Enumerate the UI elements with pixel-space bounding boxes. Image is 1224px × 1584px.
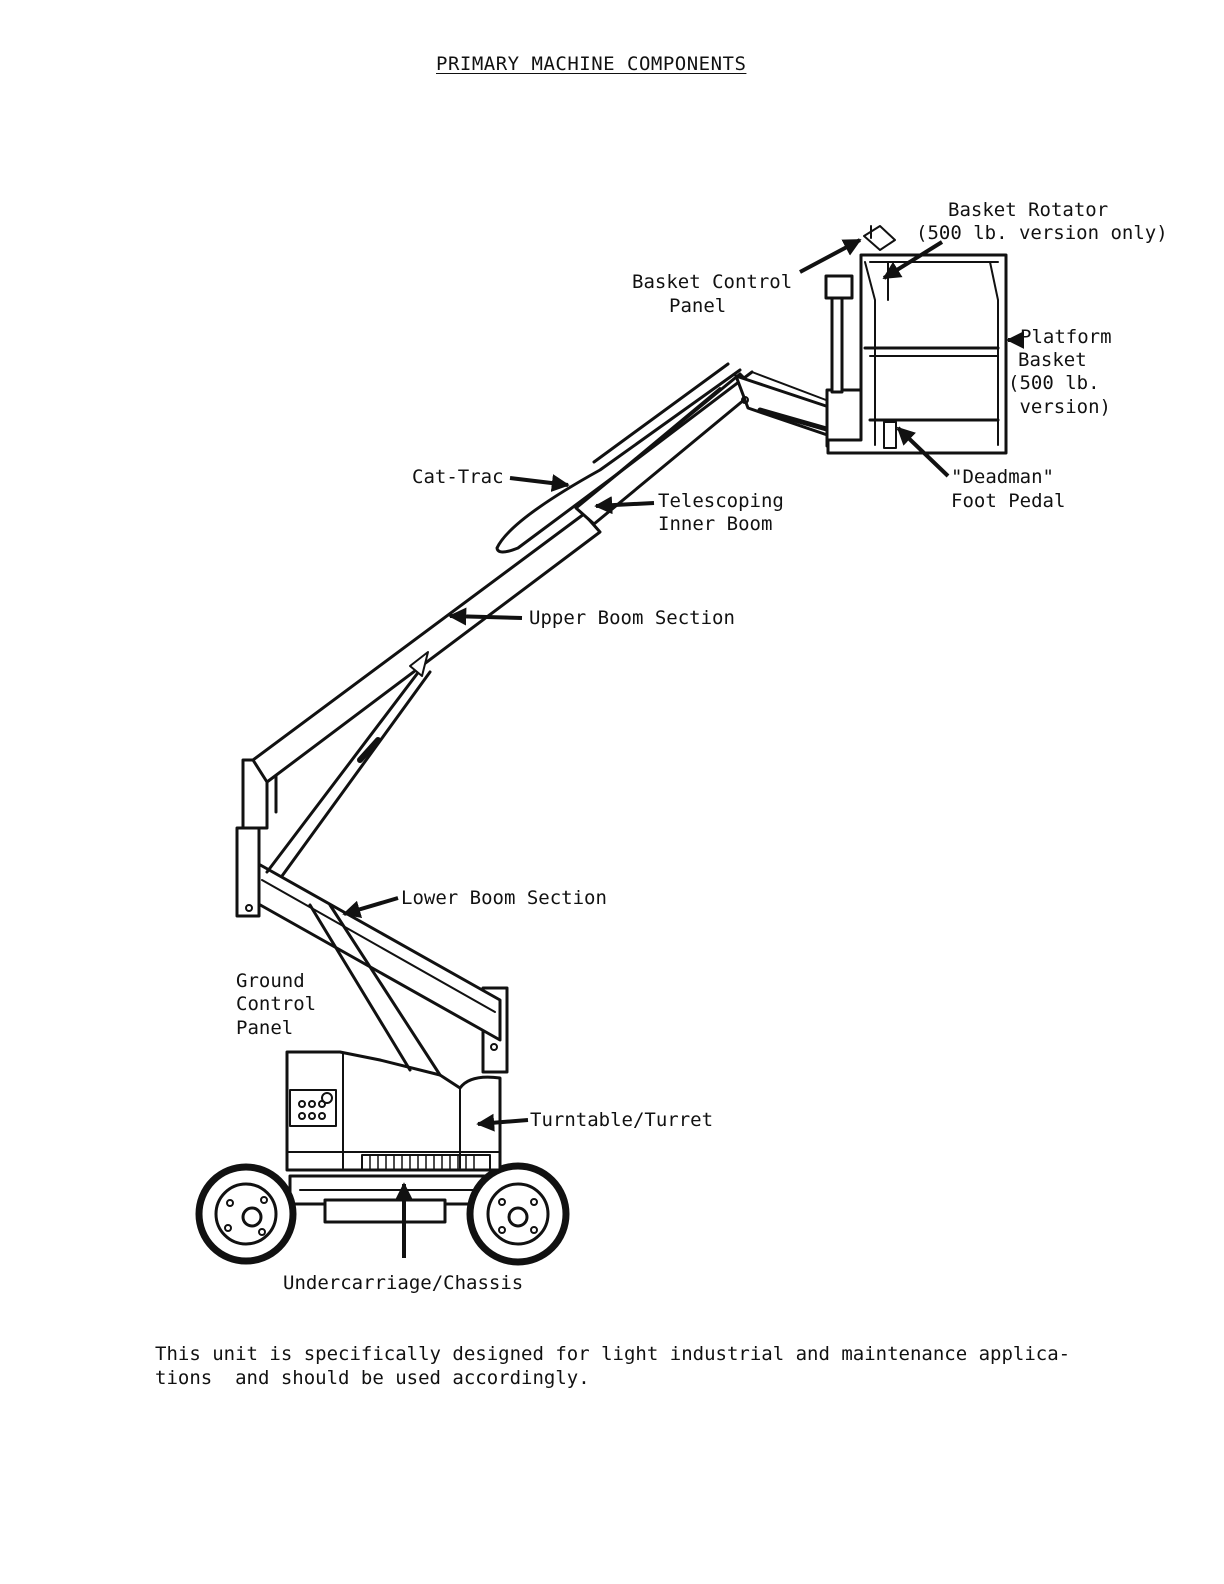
left-wheel — [195, 1163, 297, 1265]
label-platform-basket-line2: Basket — [1018, 349, 1087, 371]
label-ground-control-line3: Panel — [236, 1017, 294, 1039]
arrow-telescoping-inner-boom — [594, 496, 655, 515]
label-platform-basket-line4: version) — [1008, 396, 1111, 418]
footer-note: This unit is specifically designed for l… — [155, 1342, 1115, 1390]
upper-boom-section — [251, 512, 602, 784]
arrow-basket-control-panel — [799, 238, 862, 274]
label-upper-boom-section: Upper Boom Section — [529, 607, 735, 629]
label-basket-rotator-line1: Basket Rotator — [948, 199, 1109, 221]
footer-line-2: tions and should be used accordingly. — [155, 1367, 590, 1389]
label-platform-basket-line3: (500 lb. — [1008, 372, 1100, 394]
arrow-cat-trac — [509, 474, 570, 492]
arrow-lower-boom-section — [342, 896, 399, 919]
label-telescoping-line2: Inner Boom — [658, 513, 773, 535]
label-undercarriage-chassis: Undercarriage/Chassis — [283, 1272, 524, 1294]
label-deadman-line2: Foot Pedal — [951, 490, 1066, 512]
arrow-deadman-foot-pedal — [896, 426, 950, 478]
lower-boom-section — [235, 826, 509, 1077]
label-ground-control-line1: Ground — [236, 970, 305, 992]
label-basket-control-panel-line1: Basket Control — [632, 271, 793, 293]
page-title: PRIMARY MACHINE COMPONENTS — [436, 53, 747, 75]
arrow-upper-boom-section — [448, 607, 523, 626]
label-basket-control-panel-line2: Panel — [669, 295, 727, 317]
label-basket-rotator-line2: (500 lb. version only) — [916, 222, 1168, 244]
label-platform-basket-line1: Platform — [1020, 326, 1112, 348]
label-lower-boom-section: Lower Boom Section — [401, 887, 607, 909]
label-telescoping-line1: Telescoping — [658, 490, 784, 512]
arrow-basket-rotator — [882, 240, 944, 280]
turntable-turret — [285, 1050, 502, 1172]
label-deadman-line1: "Deadman" — [951, 466, 1054, 488]
label-turntable-turret: Turntable/Turret — [530, 1109, 714, 1131]
right-wheel — [466, 1162, 570, 1266]
arrow-turntable-turret — [476, 1113, 529, 1132]
deadman-foot-pedal — [883, 421, 897, 449]
footer-line-1: This unit is specifically designed for l… — [155, 1343, 1071, 1365]
label-cat-trac: Cat-Trac — [412, 466, 504, 488]
ground-control-panel — [289, 1089, 337, 1127]
label-ground-control-line2: Control — [236, 993, 317, 1015]
